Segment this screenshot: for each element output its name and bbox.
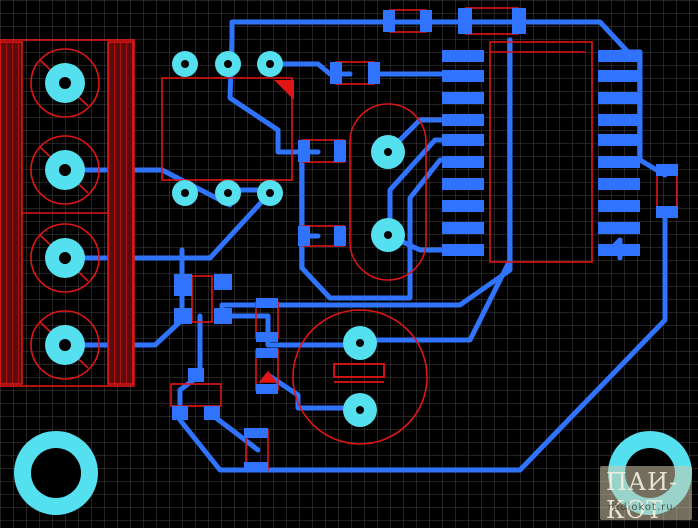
watermark-title: ПАИ-КОТ (606, 468, 679, 524)
terminal-pad-4 (45, 325, 85, 365)
track-bottom-right (359, 257, 513, 343)
terminal-hatch-left (0, 41, 23, 385)
watermark-subtitle: radiokot.ru (608, 502, 674, 513)
terminal-hatch-right (107, 41, 134, 385)
crystal-outline (349, 103, 427, 281)
mounting-hole-left (14, 431, 98, 515)
transistor-outline (170, 383, 222, 407)
capacitor-outline (292, 309, 428, 445)
track-top-loop (229, 19, 631, 55)
capacitor-symbol (333, 363, 385, 383)
ic-dip6-outline (161, 77, 293, 181)
terminal-pad-1 (45, 63, 85, 103)
regulator-outline (191, 275, 213, 323)
mcu-outline (489, 41, 593, 263)
smd-pads (172, 8, 678, 472)
track-bus-mid (299, 149, 465, 301)
terminal-pad-2 (45, 150, 85, 190)
site-watermark: ПАИ-КОТ radiokot.ru (600, 466, 692, 524)
terminal-pad-3 (45, 238, 85, 278)
